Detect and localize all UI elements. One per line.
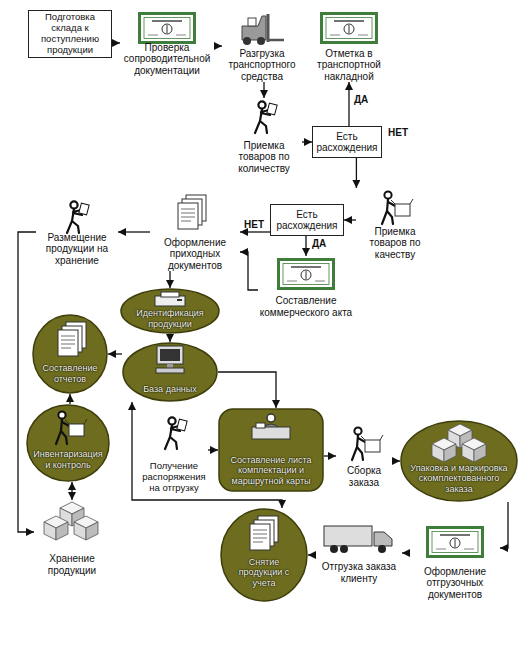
node-text: Есть расхождения bbox=[273, 209, 341, 232]
icon-step: Отметка в транспортной накладной bbox=[306, 10, 392, 82]
edge-label: НЕТ bbox=[388, 127, 408, 138]
flow-arrow bbox=[18, 232, 36, 532]
node-text: Составление коммерческого акта bbox=[258, 295, 354, 318]
node-text: Идентификация продукции bbox=[127, 308, 213, 329]
flow-arrow bbox=[392, 460, 400, 461]
flow-arrow bbox=[324, 455, 336, 456]
olive-fill bbox=[123, 343, 217, 401]
icon-step: Приемка товаров по количеству bbox=[226, 98, 302, 174]
olive-rounded-box: Составление листа комплектации и маршрут… bbox=[218, 408, 324, 492]
edge-label: ДА bbox=[354, 94, 368, 105]
icon-step: Сборка заказа bbox=[336, 424, 392, 488]
node-text: Упаковка и маркировка скомплектованного … bbox=[407, 463, 511, 494]
node-text: Приемка товаров по качеству bbox=[356, 226, 434, 261]
icon-step: Оформление приходных документов bbox=[150, 193, 240, 271]
flow-arrow bbox=[169, 334, 170, 342]
olive-fill bbox=[221, 509, 307, 601]
icon-step: Получение распоряжения на отгрузку bbox=[140, 414, 208, 494]
olive-ellipse: Идентификация продукции bbox=[120, 288, 220, 334]
icon-step: Хранение продукции bbox=[34, 500, 110, 576]
node-text: Отгрузка заказа клиенту bbox=[316, 561, 402, 584]
icon-step: Приемка товаров по качеству bbox=[356, 188, 434, 260]
person-box-icon bbox=[382, 191, 413, 224]
flow-arrow bbox=[118, 231, 150, 232]
documents-stack bbox=[178, 195, 206, 229]
flow-arrow bbox=[112, 42, 120, 43]
flow-arrow bbox=[218, 372, 276, 408]
icon-step: Составление коммерческого акта bbox=[258, 256, 354, 318]
flow-arrow bbox=[402, 552, 410, 553]
node-text: Размещение продукции на хранение bbox=[36, 232, 118, 267]
node-text: Отметка в транспортной накладной bbox=[306, 48, 392, 83]
node-text: Инвентаризация и контроль bbox=[33, 449, 103, 470]
flow-arrow bbox=[348, 82, 349, 126]
flow-arrow bbox=[308, 554, 316, 555]
node-text: Составление отчетов bbox=[39, 363, 101, 384]
icon-step: Отгрузка заказа клиенту bbox=[316, 522, 402, 584]
document-icon bbox=[140, 14, 195, 43]
flow-arrow bbox=[208, 449, 218, 450]
node-text: Составление листа комплектации и маршрут… bbox=[225, 455, 317, 486]
person-icon bbox=[165, 417, 187, 449]
flow-arrow bbox=[263, 82, 264, 98]
icon-step: Разгрузка транспортного средства bbox=[222, 10, 302, 82]
node-text: Есть расхождения bbox=[315, 131, 379, 154]
flow-arrow bbox=[132, 402, 282, 508]
boxes-icon bbox=[44, 502, 98, 540]
flow-arrow bbox=[302, 141, 312, 142]
flow-arrow bbox=[344, 219, 356, 220]
olive-ellipse: Составление отчетов bbox=[32, 314, 108, 394]
flow-arrow bbox=[305, 236, 306, 256]
flow-arrow bbox=[240, 252, 258, 290]
olive-ellipse: Упаковка и маркировка скомплектованного … bbox=[400, 420, 518, 502]
flow-arrow bbox=[169, 271, 170, 288]
node-text: Разгрузка транспортного средства bbox=[222, 48, 302, 83]
forklift-icon bbox=[242, 14, 284, 45]
person-icon bbox=[67, 201, 89, 233]
olive-fill bbox=[219, 409, 323, 491]
olive-fill bbox=[401, 421, 517, 501]
truck-icon bbox=[324, 526, 392, 553]
node-text: Сборка заказа bbox=[336, 465, 392, 488]
node-text: Получение распоряжения на отгрузку bbox=[140, 461, 208, 494]
olive-ellipse: Инвентаризация и контроль bbox=[26, 404, 110, 482]
icon-step: Размещение продукции на хранение bbox=[36, 198, 118, 266]
node-text: База данных bbox=[143, 384, 197, 394]
flow-arrow bbox=[71, 482, 72, 500]
olive-fill bbox=[121, 289, 219, 333]
icon-step: Проверка сопроводительной документации bbox=[120, 10, 214, 76]
olive-ellipse: Снятие продукции с учета bbox=[220, 508, 308, 602]
icon-step: Оформление отгрузочных документов bbox=[410, 524, 500, 600]
person-icon bbox=[255, 101, 277, 133]
shape-outline bbox=[26, 404, 110, 482]
process-box: Есть расхождения bbox=[312, 126, 382, 158]
node-text: Снятие продукции с учета bbox=[227, 557, 301, 588]
document-icon bbox=[322, 14, 377, 43]
olive-fill bbox=[27, 405, 109, 481]
document-icon bbox=[428, 528, 483, 557]
olive-ellipse: База данных bbox=[122, 342, 218, 402]
process-box: Есть расхождения bbox=[270, 204, 344, 236]
olive-fill bbox=[33, 315, 107, 393]
shape-outline bbox=[220, 508, 308, 602]
flow-arrow bbox=[356, 158, 357, 188]
edge-label: ДА bbox=[312, 238, 326, 249]
node-text: Оформление отгрузочных документов bbox=[410, 566, 500, 601]
edge-label: НЕТ bbox=[244, 219, 264, 230]
person-box-icon bbox=[352, 427, 383, 460]
flow-arrow bbox=[214, 45, 222, 46]
node-text: Хранение продукции bbox=[34, 553, 110, 576]
node-text: Проверка сопроводительной документации bbox=[120, 42, 214, 77]
flow-arrow bbox=[108, 353, 122, 354]
flow-arrow bbox=[69, 394, 70, 404]
flow-arrow bbox=[500, 502, 508, 548]
node-text: Оформление приходных документов bbox=[150, 237, 240, 272]
node-text: Приемка товаров по количеству bbox=[226, 140, 302, 175]
process-box: Подготовка склада к поступлению продукци… bbox=[28, 10, 112, 58]
document-icon bbox=[279, 260, 334, 289]
flow-arrow bbox=[240, 231, 270, 232]
node-text: Подготовка склада к поступлению продукци… bbox=[31, 12, 109, 56]
